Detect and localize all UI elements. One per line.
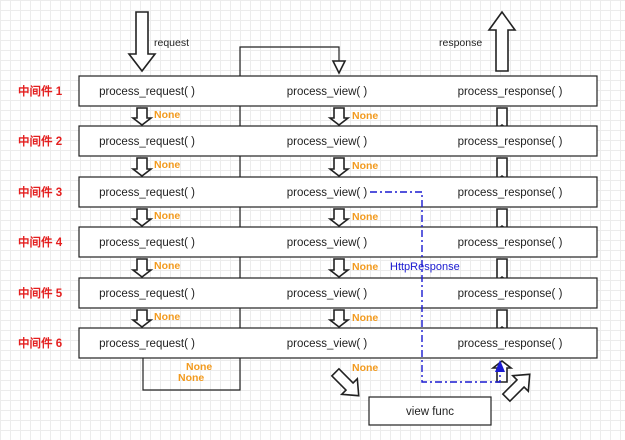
middleware-row-box [78,75,598,107]
http-response-path [370,191,501,383]
process-request-label: process_request( ) [99,237,195,249]
middleware-label: 中间件 1 [18,84,63,98]
process-view-label: process_view( ) [287,338,368,350]
request-label: request [154,37,189,49]
response-out-arrow [487,10,517,72]
process-view-label: process_view( ) [287,237,368,249]
view-down-arrow [327,157,351,178]
middleware-row-box [78,125,598,157]
process-response-label: process_response( ) [458,288,563,300]
middleware-label: 中间件 6 [18,336,62,350]
view-func-box [368,396,492,426]
middleware-row: 中间件 5 process_request( ) process_view( ) pr… [18,277,598,335]
process-view-label: process_view( ) [287,187,368,199]
middleware-row: 中间件 3 process_request( ) process_view( ) pr… [18,176,598,234]
process-request-label: process_request( ) [99,86,195,98]
middleware-label: 中间件 4 [18,235,63,249]
process-view-label: process_view( ) [287,86,368,98]
middleware-rows: 中间件 1 process_request( ) process_view( ) pr… [18,75,598,383]
from-view-func-arrow [501,373,531,403]
request-down-arrow [130,157,154,178]
view-none-label: None [352,211,378,223]
view-down-arrow [327,309,351,329]
view-entry-connector [239,46,340,76]
middleware-row-box [78,176,598,208]
request-down-arrow [130,107,154,127]
process-view-label: process_view( ) [287,288,368,300]
http-response-arrowhead [495,360,505,372]
process-request-label: process_request( ) [99,288,195,300]
view-none-label: None [352,110,378,122]
request-none-label: None [154,311,180,323]
request-down-arrow [130,258,154,279]
view-none-label: None [352,160,378,172]
request-none-label: None [154,210,180,222]
middleware-row: 中间件 4 process_request( ) process_view( ) pr… [18,226,598,285]
request-none-label: None [186,361,212,373]
view-down-arrow [327,258,351,279]
request-down-arrow [130,309,154,329]
middleware-label: 中间件 2 [18,134,62,148]
process-response-label: process_response( ) [458,237,563,249]
http-response-label: HttpResponse [390,261,460,273]
request-none-label: None [154,260,180,272]
process-request-label: process_request( ) [99,187,195,199]
view-func-label: view func [406,406,454,418]
view-none-label: None [352,261,378,273]
middleware-row-box [78,226,598,258]
request-none-label: None [154,109,180,121]
process-view-label: process_view( ) [287,136,368,148]
view-entry-arrowhead [331,60,347,75]
middleware-row-box [78,327,598,359]
process-response-label: process_response( ) [458,86,563,98]
to-view-func-arrow [330,367,360,397]
process-response-label: process_response( ) [458,136,563,148]
middleware-label: 中间件 3 [18,185,62,199]
middleware-row: 中间件 1 process_request( ) process_view( ) pr… [18,75,598,133]
request-none-label: None [154,159,180,171]
process-request-label: process_request( ) [99,136,195,148]
view-down-arrow [327,107,351,127]
middleware-row: 中间件 2 process_request( ) process_view( ) pr… [18,125,598,184]
middleware-row: 中间件 6 process_request( ) process_view( ) pr… [18,327,598,383]
view-none-label: None [352,312,378,324]
middleware-label: 中间件 5 [18,286,63,300]
response-label: response [439,37,482,49]
bottom-return-connector [142,357,241,391]
request-in-arrow [127,11,157,73]
view-none-label: None [352,362,378,374]
middleware-row-box [78,277,598,309]
process-request-label: process_request( ) [99,338,195,350]
request-down-arrow [130,208,154,228]
view-down-arrow [327,208,351,228]
process-response-label: process_response( ) [458,187,563,199]
process-response-label: process_response( ) [458,338,563,350]
bottom-none-label: None [178,372,204,384]
